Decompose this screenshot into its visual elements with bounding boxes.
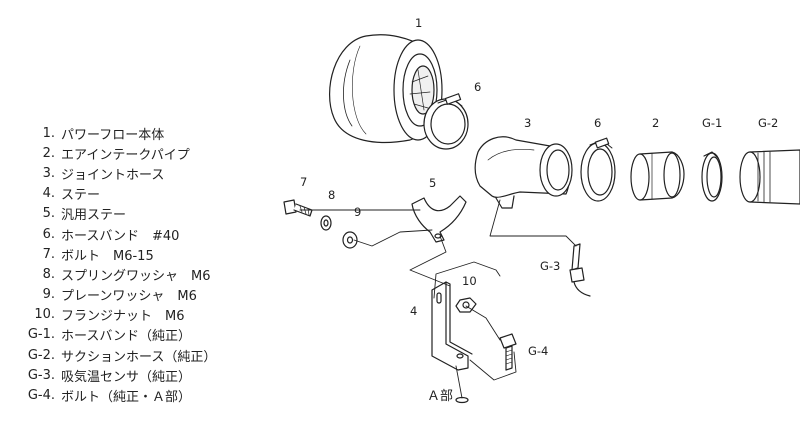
part-name: ジョイントホース: [61, 167, 165, 183]
part-id: G-2.: [27, 347, 55, 363]
part-name: ステー: [61, 188, 101, 204]
part-id: G-3.: [27, 367, 55, 383]
part-name: ホースバンド #40: [61, 228, 180, 244]
part-row: G-3. 吸気温センサ（純正）: [18, 365, 258, 385]
part-id: 7.: [42, 246, 55, 262]
part-id: 5.: [42, 206, 55, 222]
part-id: 3.: [42, 165, 55, 181]
part-id: 9.: [42, 287, 55, 303]
part-row: 2. エアインテークパイプ: [18, 143, 258, 163]
part-row: G-2. サクションホース（純正）: [18, 345, 258, 365]
spring-washer: [320, 215, 332, 231]
part-row: G-4. ボルト（純正・Ａ部）: [18, 385, 258, 405]
part-row: 3. ジョイントホース: [18, 163, 258, 183]
hose-band-2: [580, 137, 616, 202]
part-row: 4. ステー: [18, 184, 258, 204]
hose-band-1: [423, 93, 469, 150]
callout-7: 7: [300, 175, 307, 189]
part-name: フランジナット M6: [61, 309, 185, 325]
part-name: 汎用ステー: [61, 208, 127, 224]
part-name: ボルト M6-15: [61, 248, 154, 264]
part-name: ホースバンド（純正）: [61, 329, 192, 345]
power-flow-body: [329, 34, 443, 144]
oem-hose-band: [701, 151, 723, 202]
callout-6a: 6: [474, 80, 481, 94]
callout-2: 2: [652, 116, 659, 130]
callout-5: 5: [429, 176, 436, 190]
part-id: G-4.: [27, 388, 55, 404]
part-name: プレーンワッシャ M6: [61, 289, 197, 305]
callout-g1: G-1: [702, 116, 722, 130]
part-id: 6.: [42, 226, 55, 242]
plain-washer: [342, 231, 358, 249]
callout-9: 9: [354, 205, 361, 219]
oem-bolt: [499, 333, 517, 371]
part-name: エアインテークパイプ: [61, 147, 190, 163]
air-intake-pipe: [630, 151, 685, 201]
callout-1: 1: [415, 16, 422, 30]
part-row: 9. プレーンワッシャ M6: [18, 285, 258, 305]
part-name: スプリングワッシャ M6: [61, 268, 211, 284]
part-row: 6. ホースバンド #40: [18, 224, 258, 244]
oem-suction-hose: [739, 149, 800, 205]
a-part-label: Ａ部: [427, 389, 453, 404]
stay-bracket: [431, 281, 473, 371]
part-name: パワーフロー本体: [61, 127, 165, 143]
part-row: 8. スプリングワッシャ M6: [18, 264, 258, 284]
callout-g3: G-3: [540, 259, 560, 273]
bolt-m6: [283, 199, 313, 217]
callout-3: 3: [524, 116, 531, 130]
intake-temp-sensor: [569, 243, 591, 297]
callout-8: 8: [328, 188, 335, 202]
part-id: 1.: [42, 125, 55, 141]
parts-list: 1. パワーフロー本体 2. エアインテークパイプ 3. ジョイントホース 4. ステー 5. 汎…: [18, 123, 258, 406]
part-name: 吸気温センサ（純正）: [61, 369, 192, 385]
part-id: 2.: [42, 145, 55, 161]
part-row: G-1. ホースバンド（純正）: [18, 325, 258, 345]
part-id: 8.: [42, 266, 55, 282]
callout-g2: G-2: [758, 116, 778, 130]
part-row: 1. パワーフロー本体: [18, 123, 258, 143]
part-row: 7. ボルト M6-15: [18, 244, 258, 264]
callout-labels: 1 6 3 6 2 G-1 G-2 5 7 8 9 G-3 10 4 G-4 Ａ…: [300, 16, 778, 404]
part-name: サクションホース（純正）: [61, 349, 217, 365]
part-id: 10.: [34, 307, 55, 323]
callout-g4: G-4: [528, 344, 548, 358]
callout-10: 10: [462, 274, 477, 288]
part-id: G-1.: [27, 327, 55, 343]
part-row: 5. 汎用ステー: [18, 204, 258, 224]
part-row: 10. フランジナット M6: [18, 305, 258, 325]
part-name: ボルト（純正・Ａ部）: [61, 390, 192, 406]
callout-6b: 6: [594, 116, 601, 130]
general-stay: [411, 195, 467, 243]
guide-lines: [299, 199, 577, 399]
callout-4: 4: [410, 304, 417, 318]
part-id: 4.: [42, 186, 55, 202]
joint-hose: [474, 136, 573, 209]
